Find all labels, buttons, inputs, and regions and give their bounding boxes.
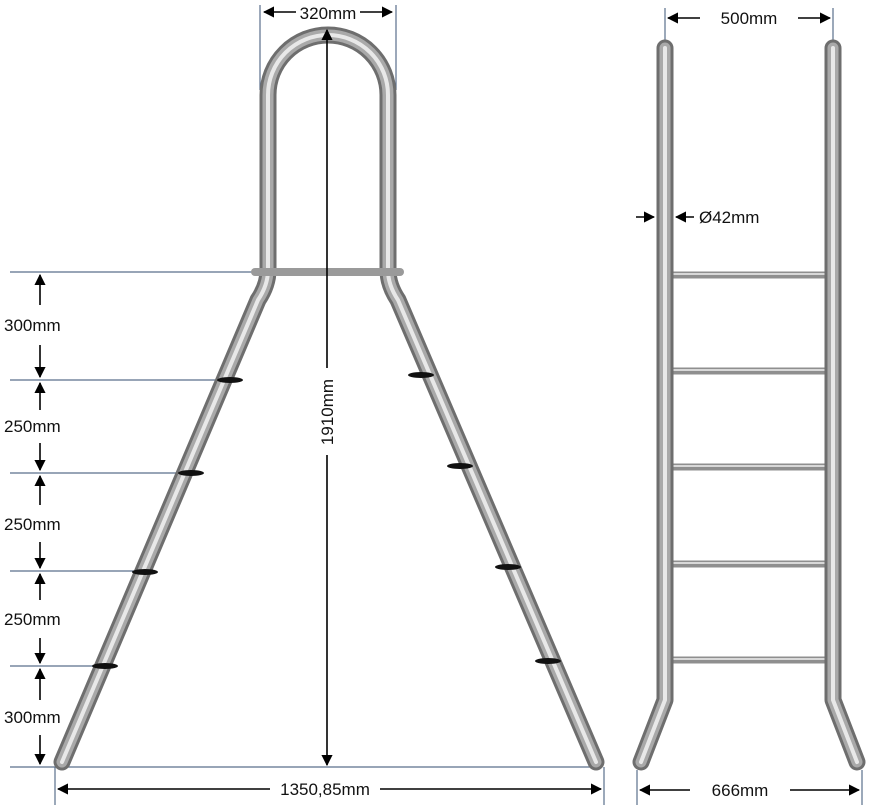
step-spacing-label-1: 300mm — [4, 316, 61, 335]
height-label: 1910mm — [318, 379, 337, 445]
step-spacing-label-2: 250mm — [4, 417, 61, 436]
rungs-highlight — [670, 273, 828, 660]
ladder-front-view — [632, 39, 866, 771]
step-brackets — [92, 372, 561, 669]
base-width-label: 1350,85mm — [280, 780, 370, 799]
front-top-width-label: 500mm — [721, 9, 778, 28]
tube-diameter-label: Ø42mm — [699, 208, 759, 227]
step-dimension-lines — [10, 5, 605, 805]
step-spacing-label-3: 250mm — [4, 515, 61, 534]
rungs — [670, 271, 828, 664]
step-spacing-label-4: 250mm — [4, 610, 61, 629]
front-base-width-label: 666mm — [712, 781, 769, 800]
step-spacing-label-5: 300mm — [4, 708, 61, 727]
top-width-label: 320mm — [300, 4, 357, 23]
right-dimension-lines — [636, 8, 863, 805]
dimension-arrows-right — [636, 12, 861, 796]
dimension-arrows-left — [34, 6, 603, 795]
